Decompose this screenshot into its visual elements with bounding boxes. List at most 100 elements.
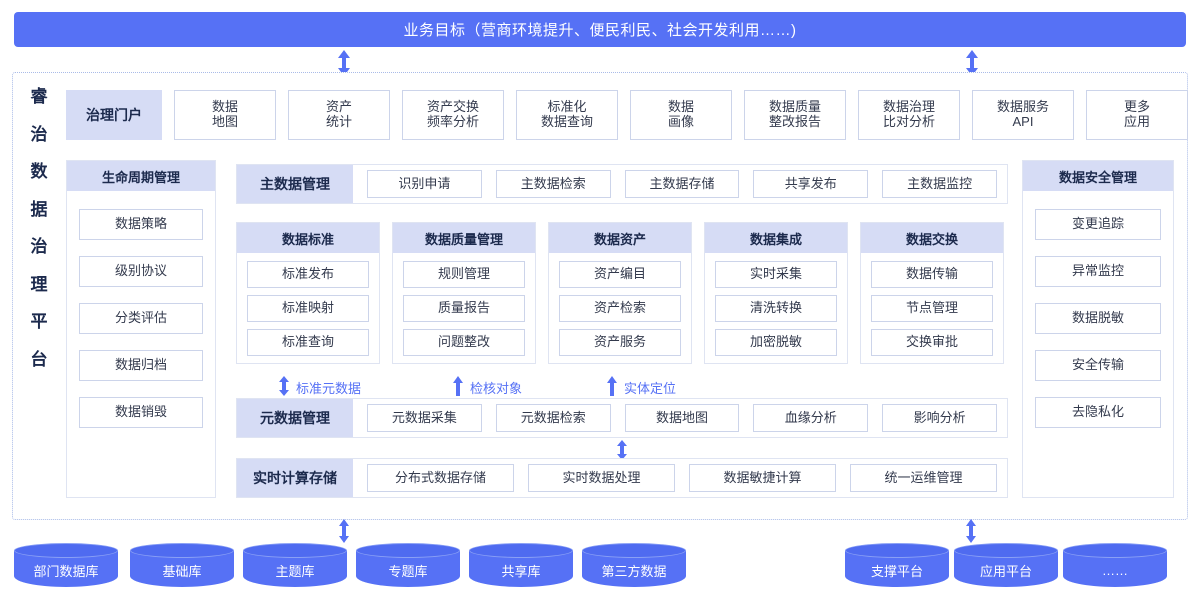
realtime-item-unified-ops[interactable]: 统一运维管理 [850,464,997,492]
security-item-anomaly-monitor[interactable]: 异常监控 [1035,256,1161,287]
lifecycle-management-panel: 生命周期管理 数据策略 级别协议 分类评估 数据归档 数据销毁 [66,160,216,498]
realtime-item-stream-processing[interactable]: 实时数据处理 [528,464,675,492]
lifecycle-item-list: 数据策略 级别协议 分类评估 数据归档 数据销毁 [67,191,215,438]
realtime-item-agile-compute[interactable]: 数据敏捷计算 [689,464,836,492]
master-data-label: 主数据管理 [237,165,353,203]
metadata-item-data-map[interactable]: 数据地图 [624,404,740,432]
security-item-change-tracking[interactable]: 变更追踪 [1035,209,1161,240]
portal-app-list: 数据地图 资产统计 资产交换频率分析 标准化数据查询 数据画像 数据质量整改报告… [174,90,1188,140]
portal-app-data-profile[interactable]: 数据画像 [630,90,732,140]
portal-app-standard-query[interactable]: 标准化数据查询 [516,90,618,140]
flow-entity-location: 实体定位 [606,375,676,399]
cylinder-top [845,543,949,558]
metadata-item-collect[interactable]: 元数据采集 [367,404,482,432]
source-cylinder-third-party[interactable]: 第三方数据 [582,543,686,587]
portal-app-exchange-frequency[interactable]: 资产交换频率分析 [402,90,504,140]
cylinder-top [582,543,686,558]
master-data-item-storage[interactable]: 主数据存储 [624,170,740,198]
lifecycle-item-classification[interactable]: 分类评估 [79,303,203,334]
platform-title-char-7: 台 [30,349,48,369]
source-cylinder-app-platform[interactable]: 应用平台 [954,543,1058,587]
source-label-app-platform: 应用平台 [979,563,1032,579]
up-arrow-icon [606,375,618,399]
governance-portal-label: 治理门户 [66,90,162,140]
connector-arrow-metadata-realtime [616,440,632,460]
realtime-item-distributed-storage[interactable]: 分布式数据存储 [367,464,514,492]
master-data-item-identify-apply[interactable]: 识别申请 [367,170,482,198]
data-quality-item-rules[interactable]: 规则管理 [403,261,525,288]
source-label-more: …… [1102,562,1128,578]
lifecycle-management-title: 生命周期管理 [67,161,215,191]
metadata-item-list: 元数据采集 元数据检索 数据地图 血缘分析 影响分析 [353,399,1007,437]
lifecycle-item-sla[interactable]: 级别协议 [79,256,203,287]
source-label-base-db: 基础库 [162,563,202,579]
connector-arrow-top-right [964,50,980,76]
source-cylinder-shared-db[interactable]: 共享库 [469,543,573,587]
data-asset-item-catalog[interactable]: 资产编目 [559,261,681,288]
data-integration-item-encrypt-mask[interactable]: 加密脱敏 [715,329,837,356]
master-data-row: 主数据管理 识别申请 主数据检索 主数据存储 共享发布 主数据监控 [236,164,1008,204]
data-exchange-item-node[interactable]: 节点管理 [871,295,993,322]
source-cylinder-subject-db[interactable]: 主题库 [243,543,347,587]
data-quality-item-list: 规则管理 质量报告 问题整改 [393,253,535,364]
flow-check-object: 检核对象 [452,375,522,397]
data-integration-item-clean-transform[interactable]: 清洗转换 [715,295,837,322]
portal-app-quality-report[interactable]: 数据质量整改报告 [744,90,846,140]
source-cylinder-base-db[interactable]: 基础库 [130,543,234,587]
platform-title-char-5: 理 [30,274,48,294]
data-exchange-item-transfer[interactable]: 数据传输 [871,261,993,288]
cylinder-top [14,543,118,558]
source-label-topic-db: 专题库 [388,563,428,579]
data-standard-item-mapping[interactable]: 标准映射 [247,295,369,322]
source-cylinder-more[interactable]: …… [1063,543,1167,587]
platform-title-char-2: 数 [30,162,48,182]
data-integration-item-realtime-collect[interactable]: 实时采集 [715,261,837,288]
lifecycle-item-destruction[interactable]: 数据销毁 [79,397,203,428]
portal-app-governance-compare[interactable]: 数据治理比对分析 [858,90,960,140]
data-quality-item-report[interactable]: 质量报告 [403,295,525,322]
lifecycle-item-data-strategy[interactable]: 数据策略 [79,209,203,240]
data-security-title: 数据安全管理 [1023,161,1173,191]
data-exchange-item-approval[interactable]: 交换审批 [871,329,993,356]
cylinder-top [356,543,460,558]
data-asset-item-service[interactable]: 资产服务 [559,329,681,356]
flow-standard-metadata: 标准元数据 [278,375,362,397]
portal-app-data-map[interactable]: 数据地图 [174,90,276,140]
platform-title-char-1: 治 [30,124,48,144]
business-goal-text: 业务目标（营商环境提升、便民利民、社会开发利用……) [403,22,797,39]
data-security-panel: 数据安全管理 变更追踪 异常监控 数据脱敏 安全传输 去隐私化 [1022,160,1174,498]
flow-standard-metadata-label: 标准元数据 [296,380,362,396]
connector-arrow-bottom-left [336,519,352,543]
source-label-department-db: 部门数据库 [33,563,99,579]
platform-vertical-title: 睿 治 数 据 治 理 平 台 [18,88,60,368]
cylinder-top [469,543,573,558]
data-standard-panel: 数据标准 标准发布 标准映射 标准查询 [236,222,380,364]
portal-app-asset-statistics[interactable]: 资产统计 [288,90,390,140]
master-data-item-publish[interactable]: 共享发布 [753,170,869,198]
metadata-item-impact[interactable]: 影响分析 [882,404,997,432]
source-cylinder-support-platform[interactable]: 支撑平台 [845,543,949,587]
security-item-masking[interactable]: 数据脱敏 [1035,303,1161,334]
security-item-secure-transfer[interactable]: 安全传输 [1035,350,1161,381]
data-standard-item-list: 标准发布 标准映射 标准查询 [237,253,379,364]
data-quality-item-remediation[interactable]: 问题整改 [403,329,525,356]
source-label-support-platform: 支撑平台 [870,563,923,579]
master-data-item-search[interactable]: 主数据检索 [495,170,611,198]
source-cylinder-topic-db[interactable]: 专题库 [356,543,460,587]
data-standard-item-query[interactable]: 标准查询 [247,329,369,356]
data-quality-title: 数据质量管理 [393,223,535,253]
source-cylinder-department-db[interactable]: 部门数据库 [14,543,118,587]
data-standard-item-publish[interactable]: 标准发布 [247,261,369,288]
cylinder-top [954,543,1058,558]
lifecycle-item-archiving[interactable]: 数据归档 [79,350,203,381]
metadata-item-search[interactable]: 元数据检索 [495,404,611,432]
data-asset-item-search[interactable]: 资产检索 [559,295,681,322]
data-exchange-item-list: 数据传输 节点管理 交换审批 [861,253,1003,364]
platform-title-char-6: 平 [30,312,48,332]
master-data-item-monitor[interactable]: 主数据监控 [882,170,997,198]
metadata-management-row: 元数据管理 元数据采集 元数据检索 数据地图 血缘分析 影响分析 [236,398,1008,438]
metadata-item-lineage[interactable]: 血缘分析 [753,404,869,432]
portal-app-more[interactable]: 更多应用 [1086,90,1188,140]
security-item-deprivacy[interactable]: 去隐私化 [1035,397,1161,428]
